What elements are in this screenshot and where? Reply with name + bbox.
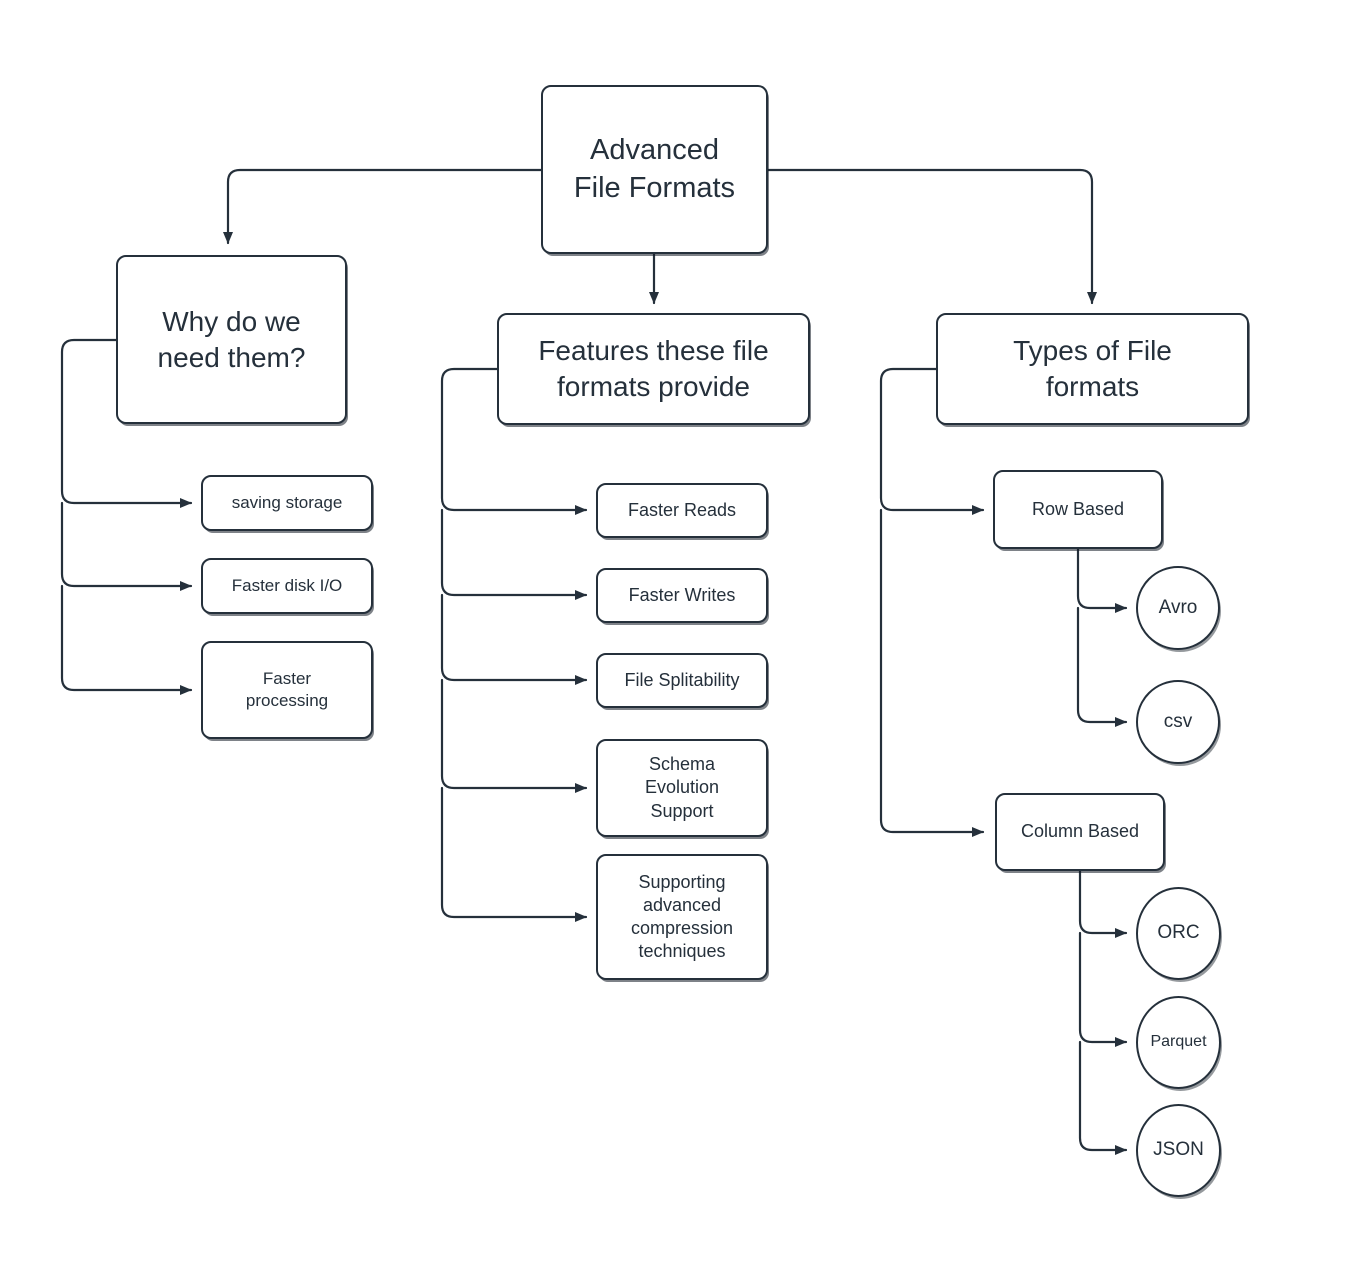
node-types-of-file-formats[interactable]: Types of File formats [936,313,1249,425]
node-faster-writes[interactable]: Faster Writes [596,568,768,623]
node-why-do-we-need-them[interactable]: Why do we need them? [116,255,347,424]
node-avro[interactable]: Avro [1136,566,1220,650]
node-label: saving storage [231,493,343,513]
node-label: Advanced File Formats [573,134,736,204]
edge-why-to-child-2 [60,584,193,695]
node-orc[interactable]: ORC [1136,887,1221,980]
node-row-based[interactable]: Row Based [993,470,1163,549]
node-supporting-advanced-compression-techniques[interactable]: Supporting advanced compression techniqu… [596,854,768,980]
node-column-based[interactable]: Column Based [995,793,1165,871]
edge-features-to-child-2 [440,593,588,685]
node-faster-disk-io[interactable]: Faster disk I/O [201,558,373,614]
edge-root-to-why [223,168,543,245]
node-parquet[interactable]: Parquet [1136,996,1221,1089]
node-label: Avro [1158,596,1198,618]
node-label: Schema Evolution Support [644,754,720,821]
edge-features-to-child-3 [440,678,588,793]
node-label: Why do we need them? [157,305,306,373]
node-label: Faster processing [245,669,329,710]
edge-root-to-types [766,168,1097,305]
node-label: Faster Reads [627,499,737,520]
node-label: Supporting advanced compression techniqu… [630,871,734,962]
node-schema-evolution-support[interactable]: Schema Evolution Support [596,739,768,837]
edge-column-based-to-orc [1078,869,1128,938]
edge-column-based-to-json [1078,1040,1128,1155]
node-advanced-file-formats[interactable]: Advanced File Formats [541,85,768,254]
node-json[interactable]: JSON [1136,1104,1221,1197]
node-label: Column Based [1020,821,1140,842]
edge-features-to-child-1 [440,508,588,600]
edge-column-based-to-parquet [1078,931,1128,1047]
node-label: Row Based [1031,498,1125,519]
node-label: Faster Writes [628,584,736,605]
node-label: csv [1163,710,1193,732]
node-file-splitability[interactable]: File Splitability [596,653,768,708]
edge-types-to-column-based [879,508,985,837]
node-label: JSON [1153,1139,1204,1161]
node-label: Faster disk I/O [231,576,343,596]
node-label: Features these file formats provide [538,335,769,402]
edge-features-to-child-4 [440,786,588,922]
node-faster-processing[interactable]: Faster processing [201,641,373,739]
node-saving-storage[interactable]: saving storage [201,475,373,531]
node-csv[interactable]: csv [1136,680,1220,764]
node-faster-reads[interactable]: Faster Reads [596,483,768,538]
node-label: Parquet [1150,1033,1207,1051]
node-label: ORC [1157,922,1200,944]
node-label: File Splitability [624,669,740,690]
edge-why-to-child-1 [60,501,193,591]
node-label: Types of File formats [1013,335,1172,402]
edge-row-based-to-avro [1076,547,1128,613]
edge-row-based-to-csv [1076,606,1128,727]
node-features-these-file-formats-provide[interactable]: Features these file formats provide [497,313,810,425]
